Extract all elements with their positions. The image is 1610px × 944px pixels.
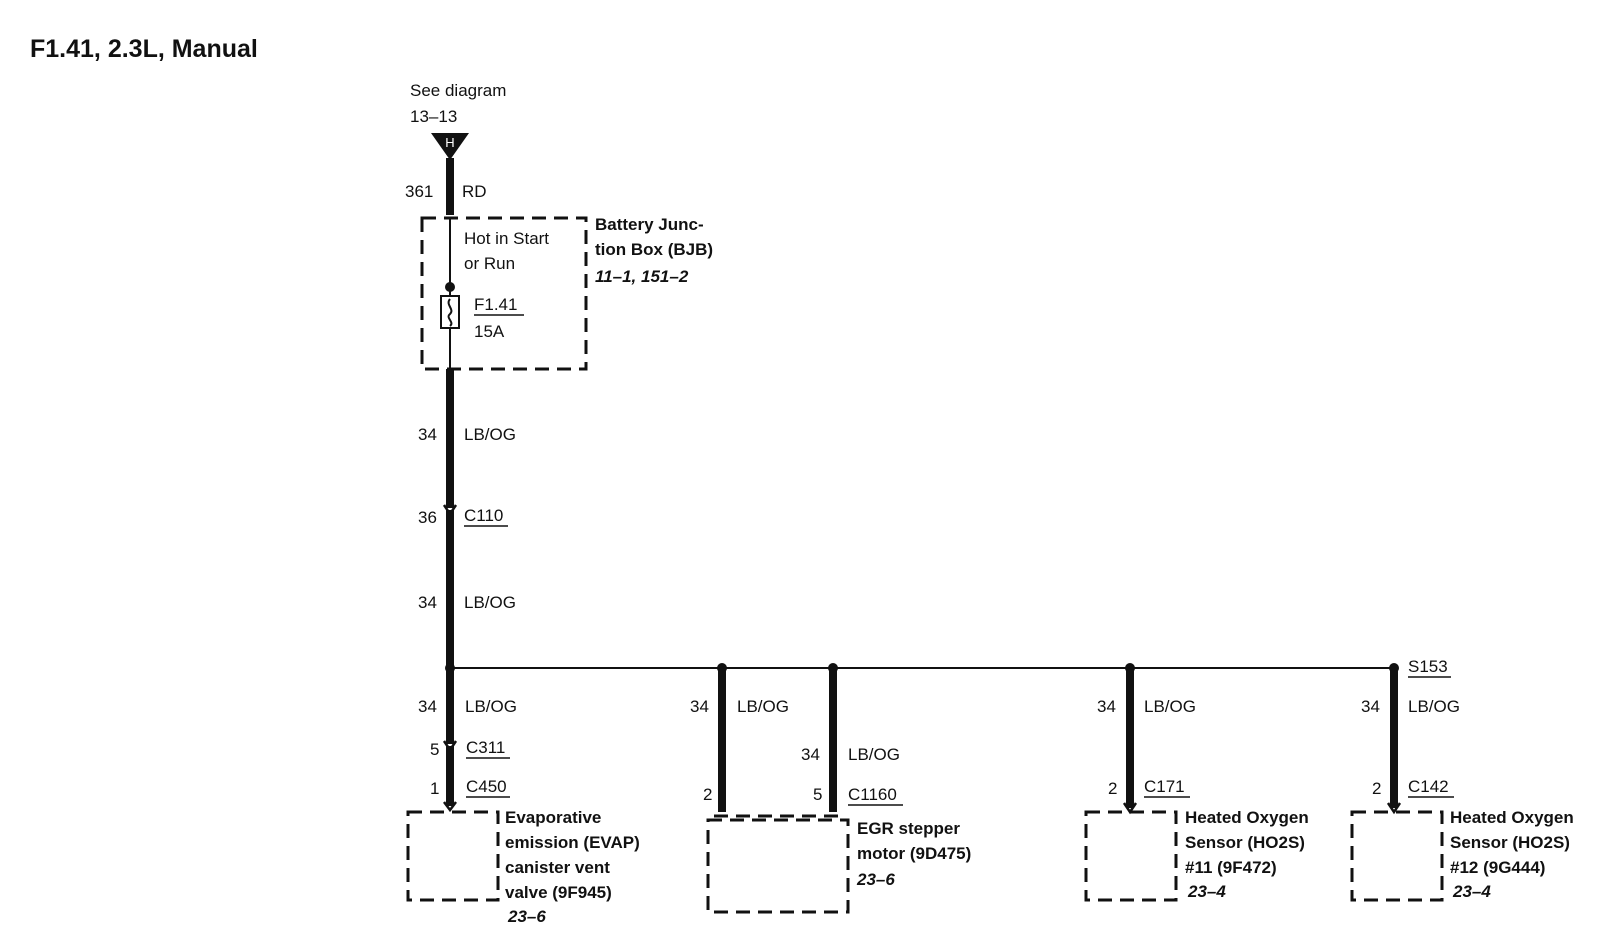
see-diagram-label: See diagram: [410, 81, 506, 100]
branch5-circuit: 34: [1361, 697, 1380, 716]
bjb-hot-line2: or Run: [464, 254, 515, 273]
page-title: F1.41, 2.3L, Manual: [30, 35, 258, 63]
egr-ref: 23–6: [856, 870, 895, 889]
branch2-circuit: 34: [690, 697, 709, 716]
feed-wire-circuit: 361: [405, 182, 433, 201]
branch5-pin: 2: [1372, 779, 1381, 798]
bjb-name-line1: Battery Junc-: [595, 215, 704, 234]
branch1-c2-pin: 1: [430, 779, 439, 798]
evap-component-box: [406, 810, 500, 902]
branch4-pin: 2: [1108, 779, 1117, 798]
main-wire-color-2: LB/OG: [464, 593, 516, 612]
c110-pin: 36: [418, 508, 437, 527]
ho2s12-ref: 23–4: [1452, 882, 1491, 901]
branch2-pin: 2: [703, 785, 712, 804]
main-wire-color-1: LB/OG: [464, 425, 516, 444]
c110-name: C110: [464, 506, 503, 525]
evap-line2: emission (EVAP): [505, 833, 640, 852]
fuse-element-icon: [447, 298, 453, 327]
evap-ref: 23–6: [507, 907, 546, 926]
ho2s12-line2: Sensor (HO2S): [1450, 833, 1570, 852]
bjb-hot-line1: Hot in Start: [464, 229, 549, 248]
evap-line1: Evaporative: [505, 808, 601, 827]
ho2s11-ref: 23–4: [1187, 882, 1226, 901]
c450-connector-icon: [443, 801, 457, 813]
branch5-conn-name: C142: [1408, 777, 1449, 796]
ho2s12-line1: Heated Oxygen: [1450, 808, 1574, 827]
branch4-circuit: 34: [1097, 697, 1116, 716]
branch4-color: LB/OG: [1144, 697, 1196, 716]
evap-line3: canister vent: [505, 858, 610, 877]
main-wire-circuit-1: 34: [418, 425, 437, 444]
connector-letter: H: [445, 135, 454, 150]
c142-connector-icon: [1386, 802, 1402, 815]
feed-wire-color: RD: [462, 182, 487, 201]
see-diagram-ref: 13–13: [410, 107, 457, 126]
splice-name: S153: [1408, 657, 1448, 676]
main-wire-circuit-2: 34: [418, 593, 437, 612]
branch1-c1-pin: 5: [430, 740, 439, 759]
ho2s11-line2: Sensor (HO2S): [1185, 833, 1305, 852]
ho2s11-line1: Heated Oxygen: [1185, 808, 1309, 827]
branch3-conn-name: C1160: [848, 785, 897, 804]
bjb-ref: 11–1, 151–2: [595, 267, 689, 286]
branch1-color: LB/OG: [465, 697, 517, 716]
egr-line1: EGR stepper: [857, 819, 960, 838]
branch3-pin: 5: [813, 785, 822, 804]
branch2-color: LB/OG: [737, 697, 789, 716]
branch5-color: LB/OG: [1408, 697, 1460, 716]
branch3-circuit: 34: [801, 745, 820, 764]
ho2s12-line3: #12 (9G444): [1450, 858, 1545, 877]
fuse-name: F1.41: [474, 295, 517, 314]
branch1-c2-name: C450: [466, 777, 507, 796]
evap-line4: valve (9F945): [505, 883, 612, 902]
ho2s12-component-box: [1350, 810, 1444, 902]
connector-triangle-icon: [431, 133, 469, 160]
egr-line2: motor (9D475): [857, 844, 971, 863]
bjb-name-line2: tion Box (BJB): [595, 240, 713, 259]
bjb-box: [420, 216, 588, 371]
egr-component-box: [706, 818, 850, 914]
ho2s11-line3: #11 (9F472): [1185, 858, 1277, 877]
branch4-conn-name: C171: [1144, 777, 1185, 796]
branch1-circuit: 34: [418, 697, 437, 716]
branch3-color: LB/OG: [848, 745, 900, 764]
fuse-rating: 15A: [474, 322, 505, 341]
branch1-c1-name: C311: [466, 738, 505, 757]
ho2s11-component-box: [1084, 810, 1178, 902]
